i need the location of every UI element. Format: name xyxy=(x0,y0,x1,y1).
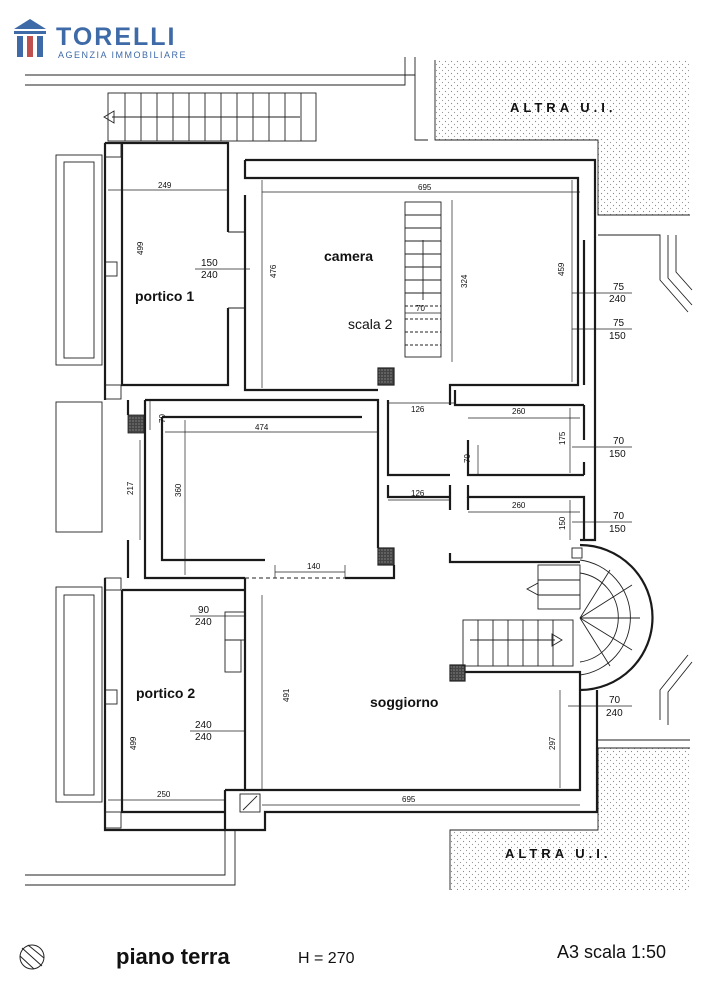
dim-499-top: 499 xyxy=(136,241,145,255)
dim-297: 297 xyxy=(548,736,557,750)
external-stair-top xyxy=(103,92,317,142)
dim-250: 250 xyxy=(157,790,171,799)
svg-text:240: 240 xyxy=(195,732,212,743)
svg-text:240: 240 xyxy=(609,294,626,305)
opening-70-150-a: 70 150 xyxy=(572,436,632,460)
dim-140: 140 xyxy=(307,562,321,571)
opening-70-150-b: 70 150 xyxy=(572,511,632,535)
svg-text:240: 240 xyxy=(606,708,623,719)
room-label-camera: camera xyxy=(324,248,373,264)
neighbor-label-bottom: ALTRA U.I. xyxy=(505,846,611,861)
svg-text:70: 70 xyxy=(609,695,621,706)
dim-695-bottom: 695 xyxy=(402,795,416,804)
svg-text:70: 70 xyxy=(613,511,625,522)
room-label-portico1: portico 1 xyxy=(135,288,194,304)
soggiorno-walls xyxy=(223,585,599,832)
svg-text:75: 75 xyxy=(613,282,625,293)
dim-260-upper: 260 xyxy=(512,407,526,416)
dim-70-mid: 70 xyxy=(158,414,167,423)
neighbor-area-top xyxy=(434,60,690,216)
north-arrow-icon xyxy=(19,944,45,970)
site-boundary xyxy=(25,57,428,886)
dim-476: 476 xyxy=(269,264,278,278)
dim-150: 150 xyxy=(558,516,567,530)
svg-text:90: 90 xyxy=(198,605,210,616)
dim-695-top: 695 xyxy=(418,183,432,192)
opening-150-240: 150 240 xyxy=(195,258,250,281)
brand-name: TORELLI xyxy=(56,23,176,51)
scale-label: A3 scala 1:50 xyxy=(557,942,666,962)
service-walls xyxy=(386,390,597,564)
opening-90-240: 90 240 xyxy=(190,605,245,628)
dim-491: 491 xyxy=(282,688,291,702)
opening-75-150: 75 150 xyxy=(572,318,632,342)
middle-walls xyxy=(126,367,396,585)
opening-labels: 150 240 75 240 75 150 70 150 70 150 90 2… xyxy=(190,258,632,743)
dim-70-bath: 70 xyxy=(463,454,472,463)
svg-text:75: 75 xyxy=(613,318,625,329)
svg-text:150: 150 xyxy=(201,258,218,269)
height-label: H = 270 xyxy=(298,950,355,967)
svg-text:240: 240 xyxy=(195,720,212,731)
portico1-walls xyxy=(103,141,245,400)
dim-324: 324 xyxy=(460,274,469,288)
camera-walls xyxy=(243,158,597,505)
dim-126-lower: 126 xyxy=(411,489,425,498)
planters-left xyxy=(55,154,103,803)
dim-217: 217 xyxy=(126,481,135,495)
internal-stair xyxy=(404,201,442,358)
spiral-stair xyxy=(462,543,654,692)
logo: TORELLI AGENZIA IMMOBILIARE xyxy=(14,19,187,60)
plan-title: piano terra xyxy=(116,944,230,969)
opening-70-240: 70 240 xyxy=(568,695,632,719)
svg-text:150: 150 xyxy=(609,331,626,342)
room-label-portico2: portico 2 xyxy=(136,685,195,701)
dim-175: 175 xyxy=(558,431,567,445)
room-label-scala2: scala 2 xyxy=(348,316,393,332)
neighbor-area-right xyxy=(449,747,690,890)
svg-text:70: 70 xyxy=(613,436,625,447)
dimension-labels: 249 499 695 476 324 459 70 126 260 175 7… xyxy=(126,181,567,804)
dim-260-lower: 260 xyxy=(512,501,526,510)
opening-240-240: 240 240 xyxy=(190,720,245,743)
dim-474: 474 xyxy=(255,423,269,432)
opening-75-240: 75 240 xyxy=(572,282,632,305)
svg-text:150: 150 xyxy=(609,449,626,460)
dimension-lines xyxy=(108,155,580,810)
dim-459: 459 xyxy=(557,262,566,276)
svg-text:240: 240 xyxy=(201,270,218,281)
room-label-soggiorno: soggiorno xyxy=(370,694,438,710)
right-external-lines xyxy=(598,234,693,741)
dim-249: 249 xyxy=(158,181,172,190)
svg-text:150: 150 xyxy=(609,524,626,535)
building-logo-icon xyxy=(14,19,46,57)
svg-text:240: 240 xyxy=(195,617,212,628)
dim-70-stair: 70 xyxy=(416,304,425,313)
neighbor-label-top: ALTRA U.I. xyxy=(510,100,616,115)
brand-subtitle: AGENZIA IMMOBILIARE xyxy=(58,50,187,60)
dim-360: 360 xyxy=(174,483,183,497)
dim-126-upper: 126 xyxy=(411,405,425,414)
dim-499-bottom: 499 xyxy=(129,736,138,750)
